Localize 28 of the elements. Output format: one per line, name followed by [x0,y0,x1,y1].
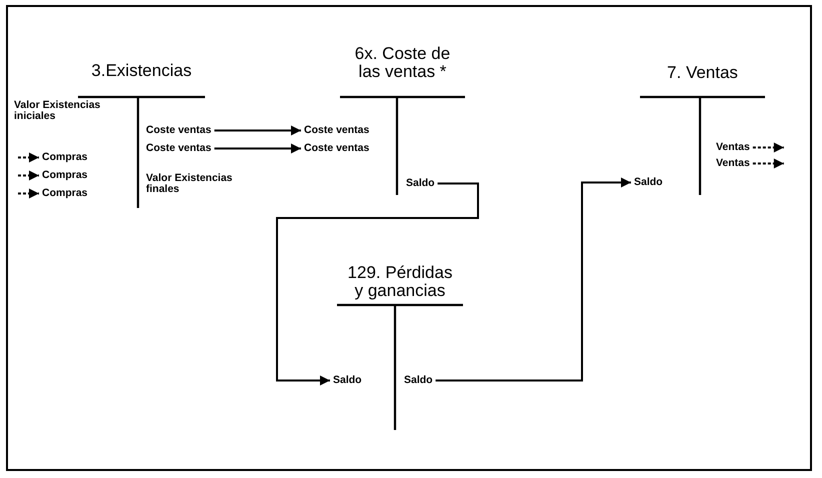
account-entry: Coste ventas [304,143,370,154]
account-entry: Valor Existencias finales [146,173,246,195]
account-title: 7. Ventas [666,64,739,82]
account-entry: Compras [42,152,88,163]
arrow [436,178,631,382]
account-title: 3.Existencias [90,62,193,80]
account-entry: Coste ventas [146,143,212,154]
account-entry: Coste ventas [304,125,370,136]
account-entry: Valor Existencias iniciales [14,100,118,122]
account-title: 129. Pérdidas y ganancias [346,264,454,300]
arrow [752,142,784,152]
account-entry: Saldo [333,375,362,386]
account-entry: Saldo [406,178,435,189]
account-entry: Saldo [634,177,663,188]
account-entry: Ventas [716,142,750,153]
arrow [214,126,301,136]
account-title: 6x. Coste de las ventas * [354,45,452,81]
arrow [214,144,301,154]
arrow [752,158,784,168]
account-entry: Compras [42,188,88,199]
arrow [18,188,39,198]
account-entry: Ventas [716,158,750,169]
arrow [18,152,39,162]
arrow [276,182,479,386]
arrow [18,170,39,180]
account-entry: Saldo [404,375,433,386]
account-entry: Compras [42,170,88,181]
account-entry: Coste ventas [146,125,212,136]
